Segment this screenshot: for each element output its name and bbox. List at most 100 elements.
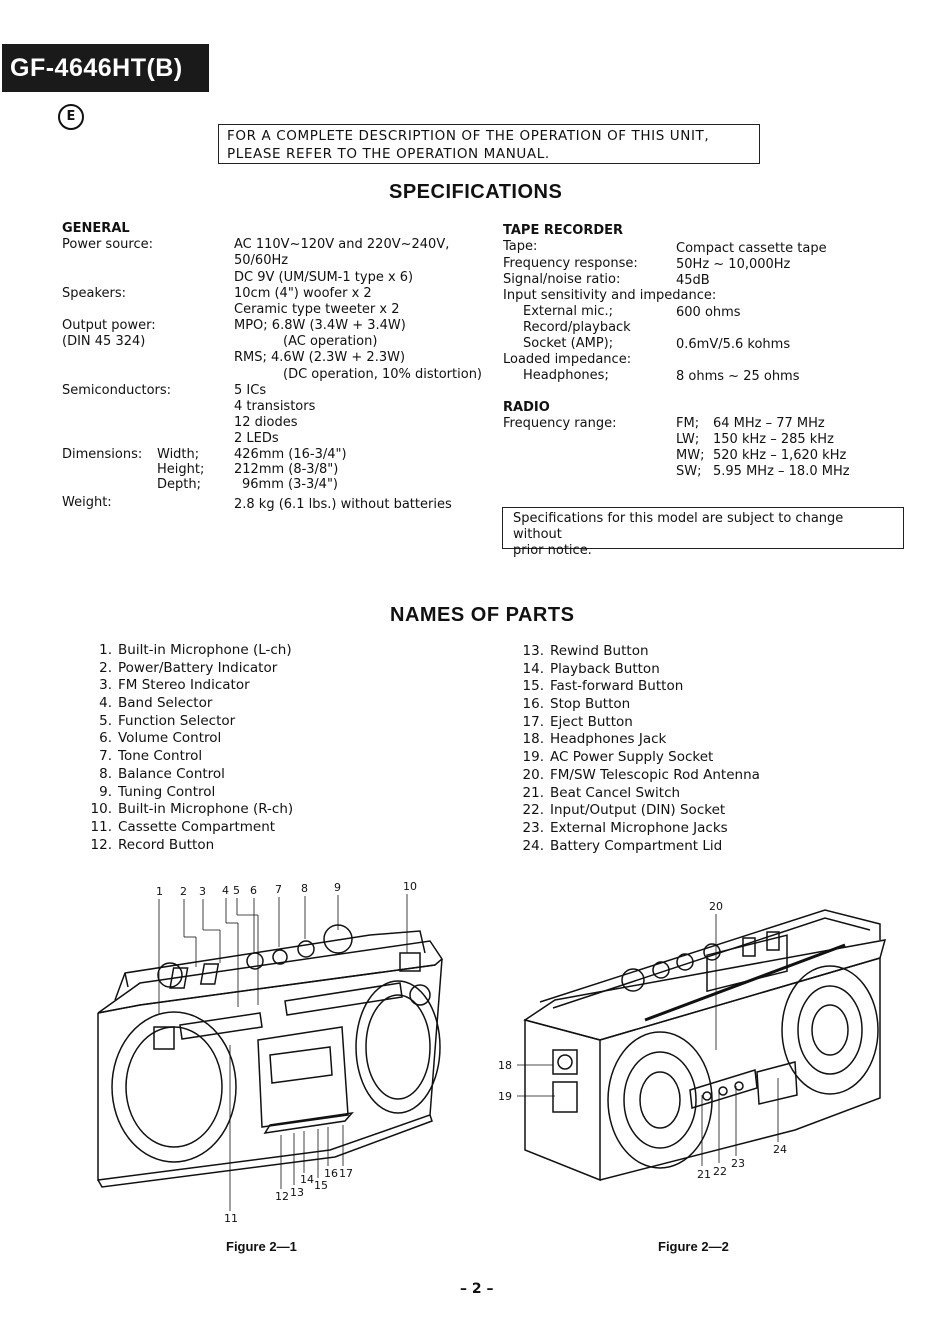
spec-value: AC 110V~120V and 220V~240V,: [234, 237, 450, 252]
spec-label-semiconductors: Semiconductors:: [62, 383, 172, 398]
change-notice-line: prior notice.: [513, 543, 592, 558]
callout-label: 11: [224, 1212, 238, 1225]
radio-range: 520 kHz – 1,620 kHz: [713, 448, 847, 463]
radio-band: LW;: [676, 432, 700, 447]
spec-label-power: Power source:: [62, 237, 153, 252]
part-item: 9.Tuning Control: [99, 783, 216, 800]
spec-value: MPO; 6.8W (3.4W + 3.4W): [234, 318, 406, 333]
spec-value: 50Hz ~ 10,000Hz: [676, 257, 791, 272]
part-item: 8.Balance Control: [99, 765, 225, 782]
callout-label: 4: [222, 884, 229, 897]
callout-label: 15: [314, 1179, 328, 1192]
radio-range: 150 kHz – 285 kHz: [713, 432, 834, 447]
part-item: 16.Stop Button: [522, 696, 631, 713]
callout-label: 3: [199, 885, 206, 898]
specifications-title: SPECIFICATIONS: [389, 181, 563, 203]
part-item: 2.Power/Battery Indicator: [99, 659, 278, 676]
spec-value: Ceramic type tweeter x 2: [234, 302, 400, 317]
part-item: 7.Tone Control: [99, 748, 203, 765]
part-item: 15.Fast-forward Button: [522, 678, 684, 695]
radio-range: 64 MHz – 77 MHz: [713, 416, 825, 431]
spec-value: 50/60Hz: [234, 253, 289, 268]
part-item: 10.Built-in Microphone (R-ch): [90, 801, 294, 818]
callout-label: 10: [403, 880, 417, 893]
spec-value: 4 transistors: [234, 399, 316, 414]
spec-label: External mic.;: [523, 304, 614, 319]
part-item: 24.Battery Compartment Lid: [522, 837, 723, 854]
spec-value: 2.8 kg (6.1 lbs.) without batteries: [234, 497, 452, 512]
spec-value: (AC operation): [283, 334, 378, 349]
radio-heading: RADIO: [503, 400, 550, 415]
parts-list-right: 13.Rewind Button 14.Playback Button 15.F…: [516, 643, 760, 855]
notice-line: PLEASE REFER TO THE OPERATION MANUAL.: [227, 146, 550, 162]
callout-label: 23: [731, 1157, 745, 1170]
figure-front-view: 1 2 3 4 5 6 7 8 9 10 11 12 13 14 15 16 1…: [97, 880, 443, 1225]
part-item: 12.Record Button: [90, 836, 215, 853]
part-item: 6.Volume Control: [99, 730, 222, 747]
spec-label: Input sensitivity and impedance:: [503, 288, 717, 303]
spec-value: 212mm (8-3/8"): [234, 462, 339, 477]
spec-label: Frequency response:: [503, 256, 638, 271]
callout-label: 2: [180, 885, 187, 898]
spec-label: Loaded impedance:: [503, 352, 632, 367]
callout-label: 13: [290, 1186, 304, 1199]
radio-range: 5.95 MHz – 18.0 MHz: [713, 464, 850, 479]
figure-caption: Figure 2—1: [226, 1239, 297, 1254]
names-of-parts-title: NAMES OF PARTS: [390, 604, 575, 626]
radio-band: SW;: [676, 464, 702, 479]
callout-label: 6: [250, 884, 257, 897]
callout-label: 22: [713, 1165, 727, 1178]
spec-label: Socket (AMP);: [523, 336, 614, 351]
radio-band: MW;: [676, 448, 705, 463]
callout-label: 5: [233, 884, 240, 897]
callout-label: 1: [156, 885, 163, 898]
part-item: 13.Rewind Button: [522, 643, 649, 659]
operation-notice-box: FOR A COMPLETE DESCRIPTION OF THE OPERAT…: [218, 124, 760, 164]
spec-label: Signal/noise ratio:: [503, 272, 621, 287]
callout-label: 18: [498, 1059, 512, 1072]
part-item: 18.Headphones Jack: [522, 731, 667, 748]
model-number-banner: GF-4646HT(B): [2, 44, 209, 92]
part-item: 5.Function Selector: [99, 712, 236, 729]
change-notice-box: Specifications for this model are subjec…: [502, 507, 904, 558]
spec-label-output: Output power:: [62, 318, 156, 333]
part-item: 3.FM Stereo Indicator: [99, 677, 250, 694]
spec-value: (DC operation, 10% distortion): [283, 367, 483, 382]
spec-label: Headphones;: [523, 368, 609, 383]
callout-label: 8: [301, 882, 308, 895]
spec-label-depth: Depth;: [157, 477, 201, 492]
spec-label: Tape:: [503, 239, 538, 254]
callout-label: 14: [300, 1173, 314, 1186]
part-item: 1.Built-in Microphone (L-ch): [99, 642, 292, 658]
figure-caption: Figure 2—2: [658, 1239, 729, 1254]
spec-label-width: Width;: [157, 447, 200, 462]
callout-label: 17: [339, 1167, 353, 1180]
spec-value: 600 ohms: [676, 305, 741, 320]
general-heading: GENERAL: [62, 221, 130, 236]
part-item: 17.Eject Button: [522, 713, 633, 730]
part-item: 19.AC Power Supply Socket: [522, 749, 714, 766]
spec-value: 426mm (16-3/4"): [234, 447, 347, 462]
part-item: 11.Cassette Compartment: [90, 818, 276, 835]
part-item: 14.Playback Button: [522, 660, 660, 677]
spec-value: 96mm (3-3/4"): [242, 477, 339, 492]
spec-value: 12 diodes: [234, 415, 298, 430]
spec-label-din: (DIN 45 324): [62, 334, 146, 349]
tape-heading: TAPE RECORDER: [503, 223, 624, 238]
spec-value: 0.6mV/5.6 kohms: [676, 337, 791, 352]
page-number: – 2 –: [460, 1281, 494, 1297]
callout-label: 12: [275, 1190, 289, 1203]
spec-label-speakers: Speakers:: [62, 286, 127, 301]
spec-value: 2 LEDs: [234, 431, 279, 446]
part-item: 23.External Microphone Jacks: [522, 819, 728, 836]
part-item: 4.Band Selector: [99, 695, 213, 712]
spec-label-height: Height;: [157, 462, 205, 477]
region-mark: E: [58, 104, 84, 130]
spec-value: 45dB: [676, 273, 710, 288]
callout-label: 9: [334, 881, 341, 894]
spec-label-weight: Weight:: [62, 495, 112, 510]
spec-label: Frequency range:: [503, 416, 617, 431]
figure-rear-view: 18 19 20 21 22 23 24: [498, 900, 887, 1182]
part-item: 20.FM/SW Telescopic Rod Antenna: [522, 766, 760, 783]
notice-line: FOR A COMPLETE DESCRIPTION OF THE OPERAT…: [227, 128, 710, 144]
